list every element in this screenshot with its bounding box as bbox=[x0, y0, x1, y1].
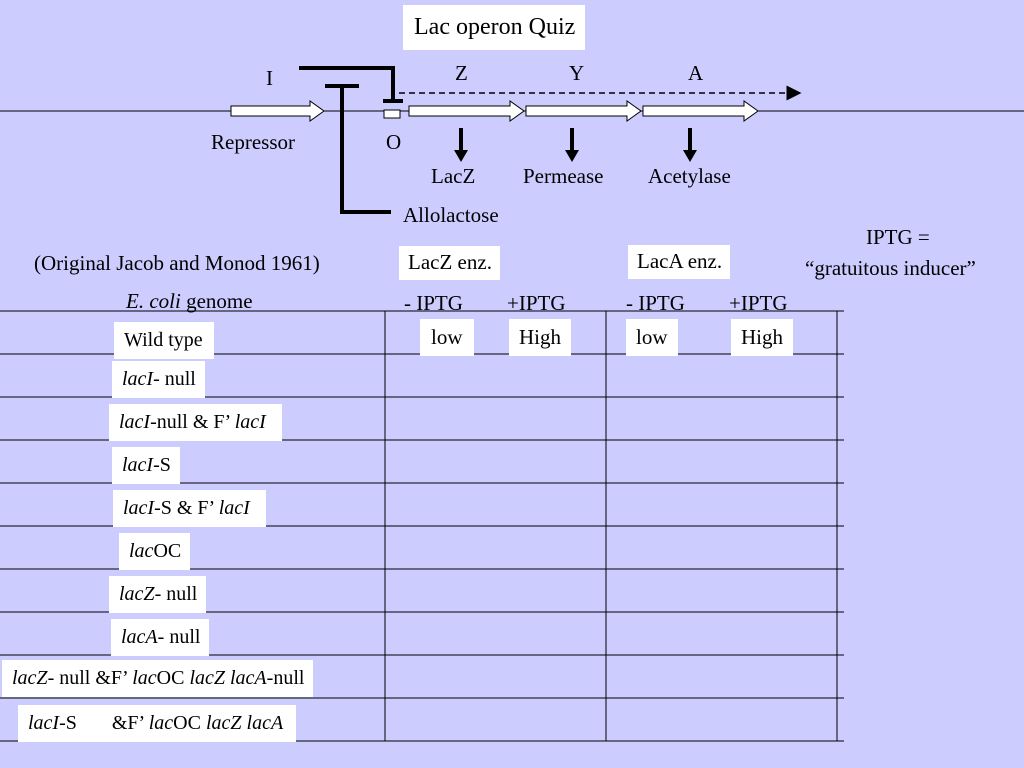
lacz-enzyme-header: LacZ enz. bbox=[399, 246, 500, 280]
reference-citation: (Original Jacob and Monod 1961) bbox=[34, 251, 320, 275]
wt-lacz-plus-value: High bbox=[509, 319, 571, 356]
row-label-part: lacI bbox=[28, 712, 60, 734]
genome-header: E. coli genome bbox=[126, 291, 253, 312]
row-label-lacz-null-f-lacoc: lacZ- null &F’ lacOC lacZ lacA-null bbox=[2, 660, 314, 697]
gene-arrow-i bbox=[230, 100, 325, 122]
row-label-part: -S & F’ bbox=[154, 497, 219, 519]
row-label-part: lacZ bbox=[119, 583, 155, 605]
row-label-part: lacI bbox=[119, 411, 151, 433]
row-label-part: - null bbox=[157, 626, 201, 648]
gene-label-y: Y bbox=[569, 61, 585, 85]
permease-product-label: Permease bbox=[523, 164, 604, 188]
operator-box bbox=[383, 109, 401, 119]
genome-header-species: E. coli bbox=[126, 289, 181, 313]
condition-laca-plus-iptg: +IPTG bbox=[729, 291, 788, 315]
row-label-lacoc: lacOC bbox=[119, 533, 191, 570]
row-label-wild-type: Wild type bbox=[114, 322, 214, 359]
row-label-part: lac bbox=[129, 540, 154, 562]
row-label-part: lacI bbox=[218, 497, 250, 519]
row-label-laca-null: lacA- null bbox=[111, 619, 210, 656]
acetylase-product-label: Acetylase bbox=[648, 164, 731, 188]
row-label-part: -S bbox=[153, 454, 171, 476]
condition-lacz-plus-iptg: +IPTG bbox=[507, 291, 566, 315]
repressor-inhibition-line bbox=[299, 66, 395, 101]
repressor-label: Repressor bbox=[211, 130, 295, 154]
row-label-part: lacI bbox=[123, 497, 155, 519]
gene-arrow-y bbox=[525, 100, 642, 122]
row-label-part: OC bbox=[153, 540, 182, 562]
gene-label-i: I bbox=[266, 66, 273, 90]
row-label-part: lacI bbox=[234, 411, 266, 433]
allolactose-label: Allolactose bbox=[403, 203, 499, 227]
row-label-laci-s-f-lacoc: lacI-S &F’ lacOC lacZ lacA bbox=[18, 705, 297, 742]
gene-label-a: A bbox=[688, 61, 704, 85]
condition-lacz-minus-iptg: - IPTG bbox=[404, 291, 463, 315]
condition-laca-minus-iptg: - IPTG bbox=[626, 291, 685, 315]
wt-laca-plus-value: High bbox=[731, 319, 793, 356]
gene-arrow-z bbox=[408, 100, 525, 122]
row-label-part: lacA bbox=[121, 626, 158, 648]
gene-label-z: Z bbox=[455, 61, 468, 85]
row-label-part: lacI bbox=[122, 368, 154, 390]
iptg-note-line1: IPTG = bbox=[866, 225, 930, 249]
row-label-part: lac bbox=[148, 712, 174, 734]
row-label-part: - null &F’ bbox=[47, 667, 133, 689]
lacz-product-label: LacZ bbox=[431, 164, 476, 188]
row-label-part: lacI bbox=[122, 454, 154, 476]
wt-laca-minus-value: low bbox=[626, 319, 678, 356]
row-label-part: lacZ bbox=[12, 667, 48, 689]
row-label-laci-null: lacI- null bbox=[112, 361, 205, 398]
row-label-laci-s-f-laci: lacI-S & F’ lacI bbox=[113, 490, 266, 527]
row-label-part: OC bbox=[156, 667, 190, 689]
row-label-part: lacZ lacA bbox=[205, 712, 284, 734]
row-label-laci-s: lacI-S bbox=[112, 447, 180, 484]
gene-arrow-a bbox=[642, 100, 759, 122]
row-label-lacz-null: lacZ- null bbox=[109, 576, 207, 613]
row-label-part: - null bbox=[153, 368, 196, 390]
allolactose-inhibition-line bbox=[340, 86, 391, 214]
row-label-part: Wild type bbox=[124, 329, 203, 351]
row-label-part: lacZ lacA bbox=[189, 667, 267, 689]
row-label-part: -null bbox=[266, 667, 305, 689]
row-label-laci-null-f-laci: lacI-null & F’ lacI bbox=[109, 404, 282, 441]
row-label-part: OC bbox=[173, 712, 206, 734]
row-label-part: -S &F’ bbox=[59, 712, 149, 734]
row-label-part: lac bbox=[132, 667, 157, 689]
row-label-part: -null & F’ bbox=[150, 411, 235, 433]
wt-lacz-minus-value: low bbox=[420, 319, 474, 356]
genome-header-rest: genome bbox=[180, 289, 253, 313]
operator-label: O bbox=[386, 130, 402, 154]
laca-enzyme-header: LacA enz. bbox=[628, 245, 731, 279]
row-label-part: - null bbox=[154, 583, 198, 605]
iptg-note-line2: “gratuitous inducer” bbox=[805, 256, 976, 280]
quiz-title: Lac operon Quiz bbox=[403, 5, 586, 50]
